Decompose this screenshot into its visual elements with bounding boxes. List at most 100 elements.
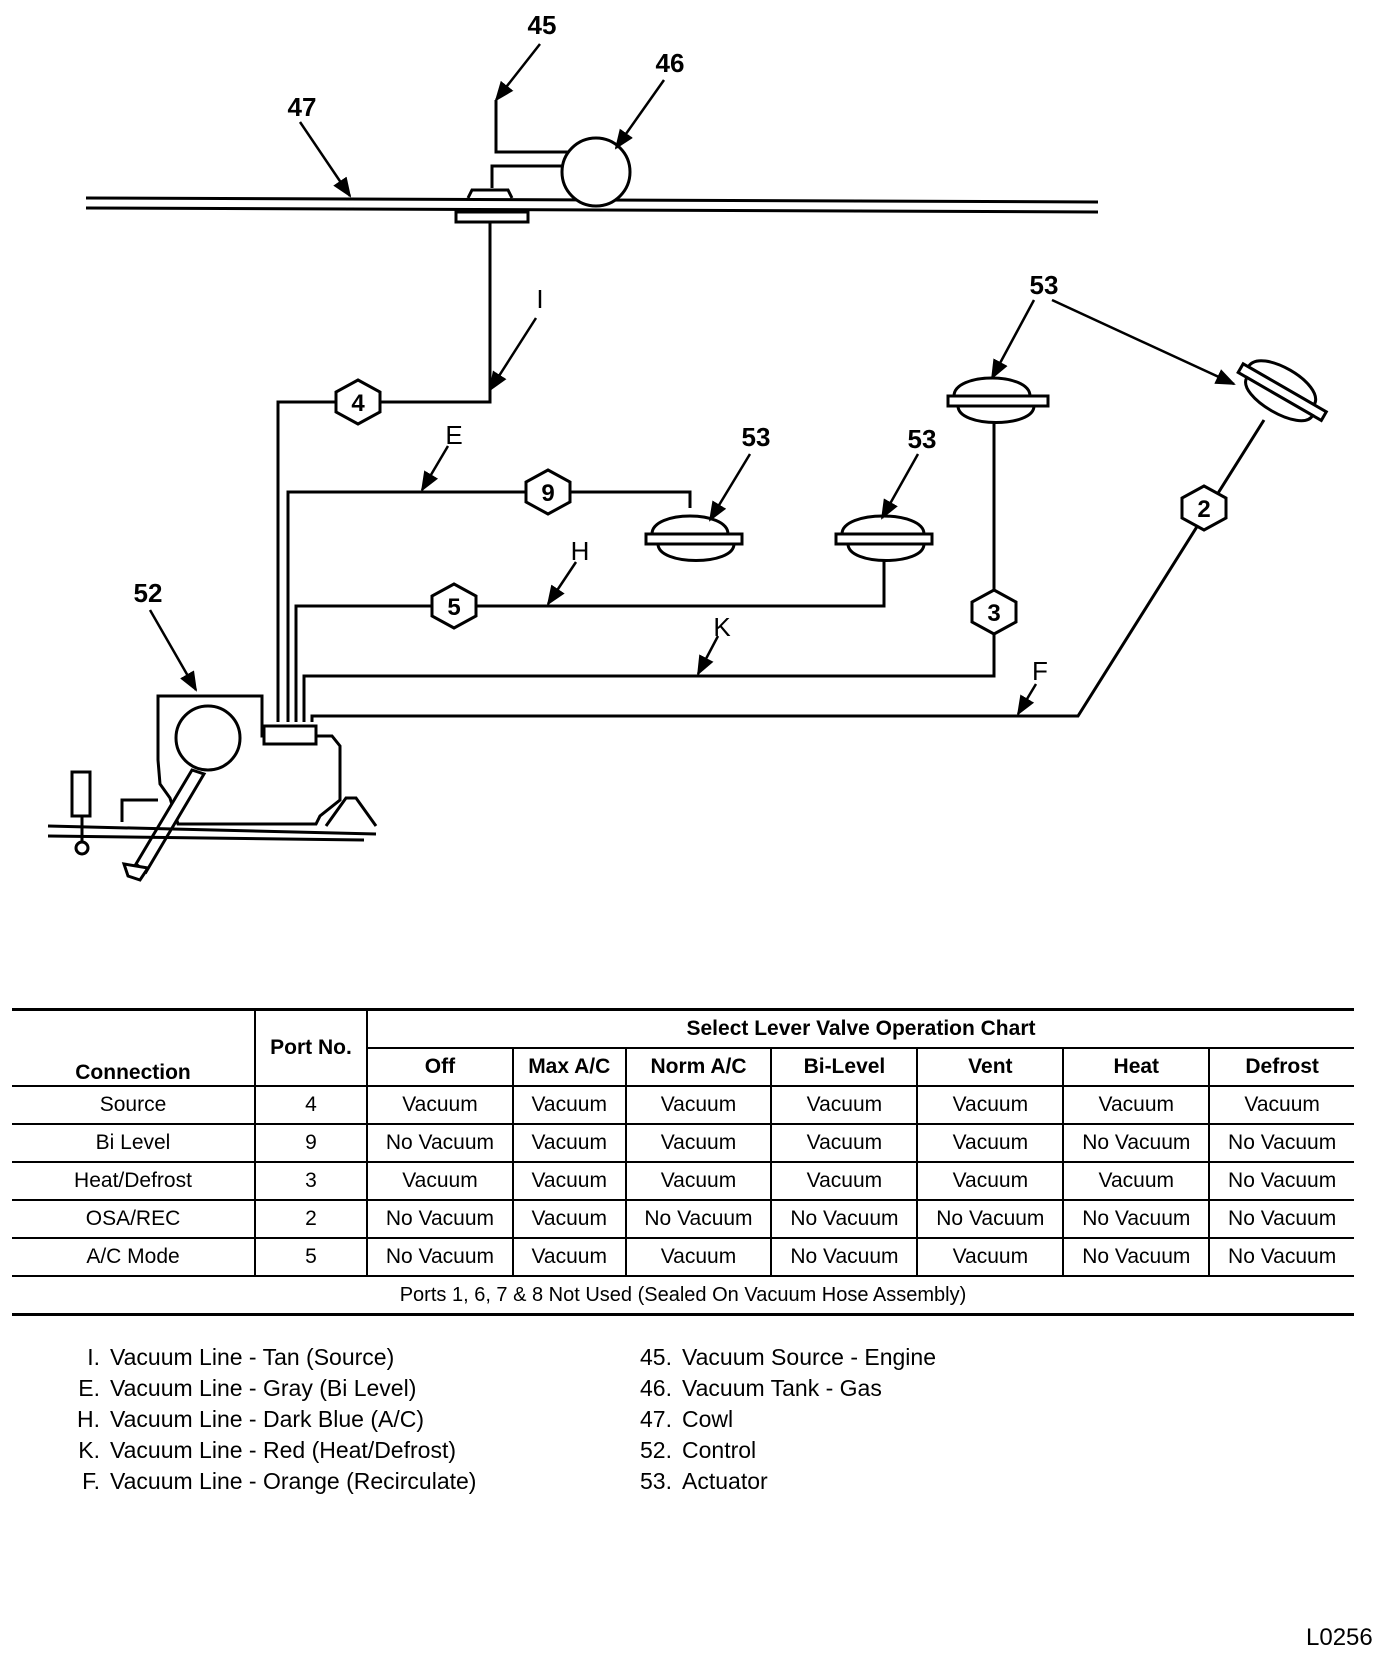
vacuum-state: No Vacuum (770, 1199, 919, 1239)
vacuum-state: No Vacuum (366, 1123, 514, 1163)
table-row: Heat/Defrost 3 Vacuum Vacuum Vacuum Vacu… (12, 1161, 1354, 1201)
vacuum-source-line (494, 100, 568, 154)
vacuum-state: Vacuum (916, 1123, 1065, 1163)
table-row: A/C Mode 5 No Vacuum Vacuum Vacuum No Va… (12, 1237, 1354, 1277)
select-lever-valve-chart: Connection Port No. Select Lever Valve O… (12, 1008, 1354, 1316)
leader-53-c (990, 299, 1036, 380)
vacuum-state: Vacuum (916, 1237, 1065, 1277)
vacuum-state: No Vacuum (1208, 1123, 1354, 1163)
actuator-heat-defrost (946, 376, 1050, 424)
legend-text: Vacuum Line - Red (Heat/Defrost) (110, 1437, 456, 1463)
legend-text: Cowl (682, 1406, 734, 1432)
leader-I (488, 317, 538, 392)
vacuum-tank (560, 136, 632, 208)
vacuum-state: No Vacuum (916, 1199, 1065, 1239)
line-letter-H: H (571, 536, 590, 566)
vacuum-line-H (294, 560, 886, 722)
leader-K (696, 635, 720, 676)
vacuum-line-I (276, 222, 492, 722)
legend-item: H.Vacuum Line - Dark Blue (A/C) (62, 1404, 476, 1435)
vacuum-state: Vacuum (511, 1161, 627, 1201)
vacuum-state: Vacuum (511, 1123, 627, 1163)
leader-46 (614, 79, 666, 150)
legend-item: I.Vacuum Line - Tan (Source) (62, 1342, 476, 1373)
legend-key: 46. (640, 1375, 672, 1401)
vacuum-state: Vacuum (770, 1085, 919, 1125)
leader-45 (494, 43, 541, 102)
line-letter-E: E (445, 420, 462, 450)
leader-H (546, 561, 578, 606)
port-marker-5 (430, 582, 478, 630)
port-number: 5 (254, 1237, 368, 1277)
cowl-fitting-base (454, 210, 530, 224)
vacuum-hose-diagram: 4 9 5 3 2 45 46 47 52 53 53 53 I E H K F (47, 10, 1329, 882)
vacuum-state: Vacuum (624, 1123, 773, 1163)
mode-header: Off (367, 1047, 514, 1087)
leader-53-b (880, 453, 920, 520)
vacuum-state: Vacuum (366, 1085, 514, 1125)
callout-47: 47 (288, 92, 317, 122)
legend-item: 52.Control (622, 1435, 936, 1466)
vacuum-state: Vacuum (366, 1161, 514, 1201)
callout-45: 45 (528, 10, 557, 40)
vacuum-line-E (286, 490, 692, 722)
legend-key: 45. (640, 1344, 672, 1370)
vacuum-state: No Vacuum (1208, 1199, 1354, 1239)
header-connection: Connection (12, 1008, 256, 1087)
table-row: Source 4 Vacuum Vacuum Vacuum Vacuum Vac… (12, 1085, 1354, 1125)
legend-text: Vacuum Source - Engine (682, 1344, 936, 1370)
legend-key: H. (77, 1406, 100, 1432)
legend-key: 53. (640, 1468, 672, 1494)
table-row: Bi Level 9 No Vacuum Vacuum Vacuum Vacuu… (12, 1123, 1354, 1163)
legend-item: 47.Cowl (622, 1404, 936, 1435)
callout-53-upper: 53 (1030, 270, 1059, 300)
vacuum-state: Vacuum (624, 1085, 773, 1125)
mode-header: Max A/C (511, 1047, 627, 1087)
table-row: OSA/REC 2 No Vacuum Vacuum No Vacuum No … (12, 1199, 1354, 1239)
legend-item: K. Vacuum Line - Red (Heat/Defrost) (62, 1435, 476, 1466)
mode-header: Bi-Level (770, 1047, 919, 1087)
legend-text: Vacuum Line - Gray (Bi Level) (110, 1375, 417, 1401)
vacuum-state: No Vacuum (624, 1199, 773, 1239)
port-number-5: 5 (447, 594, 460, 621)
vacuum-line-K (302, 420, 996, 722)
legend-item: E.Vacuum Line - Gray (Bi Level) (62, 1373, 476, 1404)
header-port-no: Port No. (254, 1008, 368, 1087)
port-number-4: 4 (351, 390, 365, 417)
mode-header: Heat (1062, 1047, 1211, 1087)
vacuum-state: No Vacuum (770, 1237, 919, 1277)
vacuum-state: No Vacuum (1062, 1237, 1211, 1277)
leader-E (420, 445, 450, 492)
port-marker-4 (334, 378, 382, 426)
port-number-2: 2 (1197, 496, 1210, 523)
mode-header-row: Off Max A/C Norm A/C Bi-Level Vent Heat … (12, 1047, 1354, 1087)
legend-item: F.Vacuum Line - Orange (Recirculate) (62, 1466, 476, 1497)
port-marker-3 (970, 588, 1018, 636)
port-number-3: 3 (987, 600, 1000, 627)
port-marker-2 (1180, 484, 1228, 532)
line-letter-F: F (1032, 656, 1048, 686)
mode-header: Norm A/C (624, 1047, 773, 1087)
vacuum-state: No Vacuum (1062, 1199, 1211, 1239)
figure-code: L0256 (1306, 1624, 1373, 1651)
legend-text: Control (682, 1437, 757, 1463)
line-letter-K: K (713, 612, 731, 642)
vacuum-state: Vacuum (916, 1085, 1065, 1125)
port-number: 3 (254, 1161, 368, 1201)
port-number-9: 9 (541, 480, 554, 507)
vacuum-state: Vacuum (770, 1161, 919, 1201)
callout-46: 46 (656, 48, 685, 78)
vacuum-state: No Vacuum (1208, 1237, 1354, 1277)
legend-text: Vacuum Tank - Gas (682, 1375, 882, 1401)
vacuum-state: Vacuum (511, 1199, 627, 1239)
actuator-ac-mode (834, 514, 934, 562)
legend-key: K. (78, 1437, 100, 1463)
legend-text: Actuator (682, 1468, 768, 1494)
vacuum-state: Vacuum (624, 1161, 773, 1201)
vacuum-state: Vacuum (624, 1237, 773, 1277)
legend-item: 45. Vacuum Source - Engine (622, 1342, 936, 1373)
leader-52 (148, 609, 198, 692)
legend-key: I. (87, 1344, 100, 1370)
callout-53-mid-right: 53 (908, 424, 937, 454)
leader-F (1016, 683, 1038, 716)
